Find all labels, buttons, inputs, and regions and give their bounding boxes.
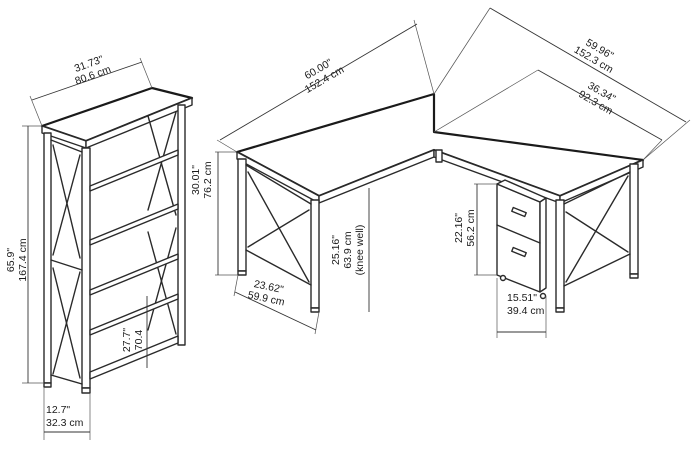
bookcase-height-cm: 167.4 cm [17, 238, 29, 281]
file-cabinet-height-in: 22.16" [453, 213, 465, 243]
bookcase-shelf-dimension: 27.7" 70.4 [121, 296, 148, 368]
desk-knee-well-in: 25.16" [330, 235, 342, 265]
desk-knee-well-cm: 63.9 cm [342, 231, 354, 269]
file-cabinet-height-dimension: 22.16" 56.2 cm [453, 183, 497, 276]
bookcase-shelf-in: 27.7" [121, 328, 133, 352]
bookcase-depth-cm: 32.3 cm [46, 417, 84, 429]
file-cabinet-width-dimension: 15.51" 39.4 cm [496, 278, 547, 338]
bookcase-depth-dimension: 12.7" 32.3 cm [43, 387, 91, 440]
desk-knee-well-note: (knee well) [354, 225, 366, 276]
bookcase-depth-in: 12.7" [46, 404, 70, 416]
bookcase-drawing [40, 86, 194, 394]
bookcase-shelf-cm: 70.4 [133, 330, 145, 351]
bookcase-height-in: 65.9" [5, 248, 17, 272]
desk-height-dimension: 30.01" 76.2 cm [190, 151, 238, 276]
file-cabinet-width-cm: 39.4 cm [507, 305, 545, 317]
desk-end-depth-dimension: 23.62" 59.9 cm [233, 274, 320, 335]
desk-height-in: 30.01" [190, 165, 202, 195]
l-desk-drawing [235, 92, 645, 313]
file-cabinet-width-in: 15.51" [507, 292, 537, 304]
bookcase-height-dimension: 65.9" 167.4 cm [5, 125, 44, 384]
file-cabinet-height-cm: 56.2 cm [465, 209, 477, 247]
desk-knee-well-dimension: 25.16" 63.9 cm (knee well) [330, 188, 370, 312]
desk-height-cm: 76.2 cm [202, 161, 214, 199]
